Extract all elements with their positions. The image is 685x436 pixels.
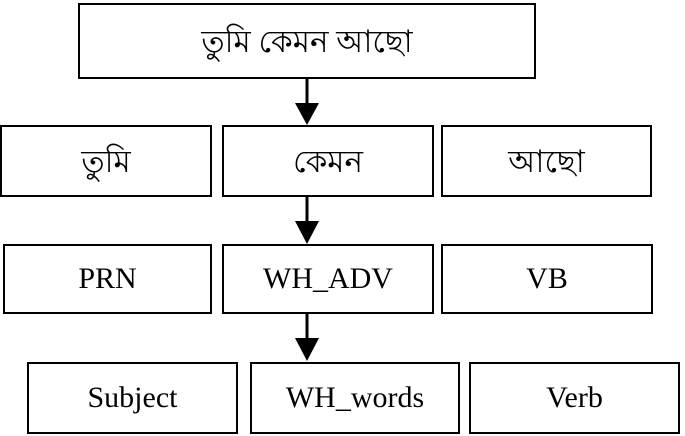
role-box-verb: Verb — [469, 362, 680, 434]
sentence-text: তুমি কেমন আছো — [201, 23, 413, 59]
arrow-down-icon — [295, 197, 319, 244]
tag-box-prn: PRN — [3, 244, 212, 314]
arrow-down-icon — [295, 314, 319, 361]
tag-text: WH_ADV — [263, 262, 393, 295]
tag-box-vb: VB — [441, 244, 653, 314]
word-box-achho: আছো — [441, 125, 652, 197]
word-box-kemon: কেমন — [222, 125, 434, 197]
role-text: WH_words — [285, 381, 425, 414]
tag-text: PRN — [78, 262, 137, 295]
tag-box-wh-adv: WH_ADV — [222, 244, 434, 314]
word-text: আছো — [508, 143, 585, 179]
role-text: Verb — [546, 381, 603, 414]
sentence-box: তুমি কেমন আছো — [78, 3, 536, 79]
arrow-down-icon — [295, 79, 319, 125]
word-text: কেমন — [293, 143, 363, 179]
role-text: Subject — [87, 381, 178, 414]
word-text: তুমি — [81, 143, 131, 179]
tag-text: VB — [526, 262, 568, 295]
word-box-tumi: তুমি — [0, 125, 212, 197]
role-box-subject: Subject — [27, 362, 238, 434]
role-box-wh-words: WH_words — [250, 362, 460, 434]
